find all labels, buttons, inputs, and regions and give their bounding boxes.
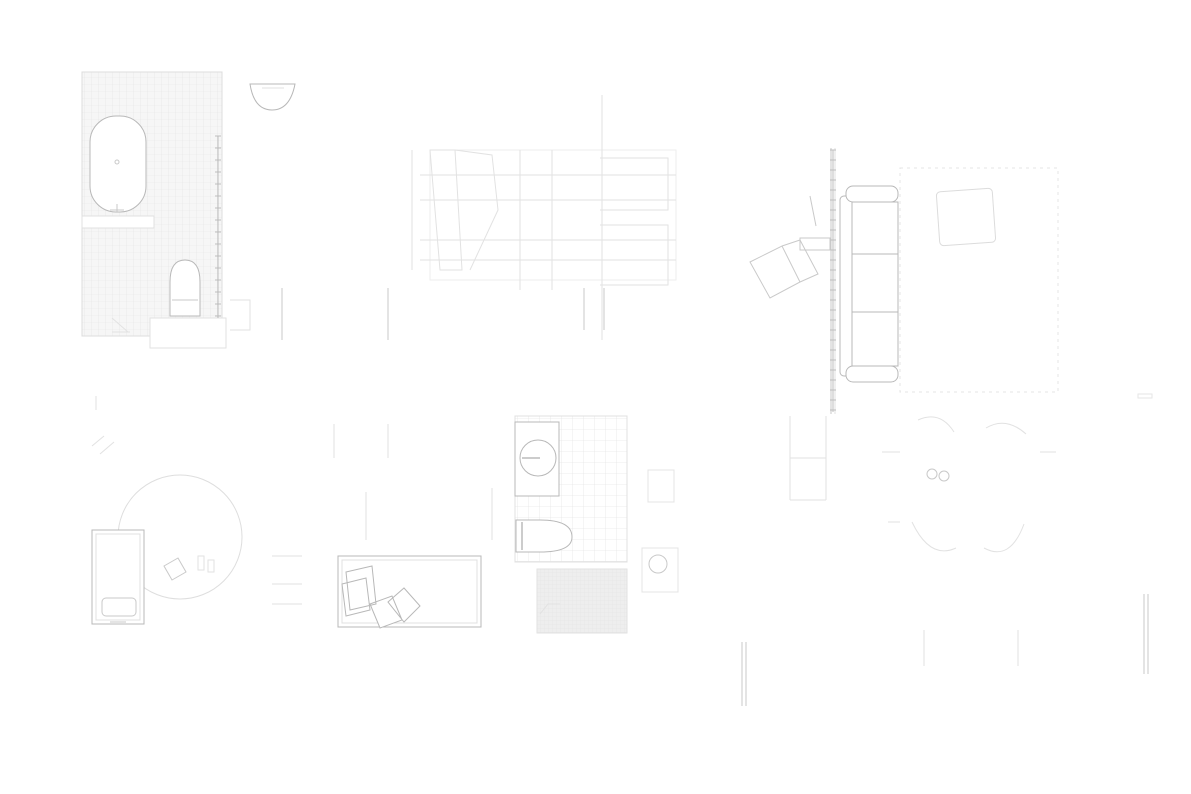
wall-cabinet	[647, 469, 675, 503]
wall-stubs-bottom	[333, 424, 493, 540]
chair-left-1	[411, 149, 463, 271]
wall-hatch	[91, 396, 115, 455]
bedroom-bottom-middle	[272, 424, 493, 629]
dining-chair-icon-1	[926, 468, 938, 480]
single-bed-inner	[95, 533, 141, 621]
door-frame	[272, 555, 302, 605]
wall-sink	[249, 83, 296, 111]
table-edge-lines	[882, 451, 1056, 523]
single-bed	[91, 529, 145, 625]
round-dining-area	[789, 416, 1056, 553]
bathroom-divider	[81, 215, 155, 229]
bathroom-floor-mat	[149, 317, 227, 349]
area-rug	[899, 167, 1059, 393]
dining-table	[429, 149, 677, 281]
armchair	[749, 239, 819, 299]
grid-line-vertical	[519, 95, 603, 340]
pillows	[341, 565, 421, 629]
dining-chair-icon-2	[938, 470, 950, 482]
towel-rack	[215, 135, 221, 318]
bathtub-drain-icon	[114, 159, 120, 165]
coffee-table-cushion	[935, 187, 997, 247]
floor-lamp	[799, 195, 831, 251]
dining-table-and-chairs	[230, 95, 677, 340]
armchair-small	[163, 557, 187, 581]
door-swing-icon-2	[539, 603, 560, 615]
bathroom-bottom-middle	[514, 415, 679, 634]
side-table-icon	[197, 555, 215, 573]
bottom-right-walls	[741, 594, 1149, 706]
sofa	[839, 185, 899, 383]
sofa-seat-3	[851, 311, 899, 367]
double-bed-inner	[341, 559, 478, 624]
sofa-seat-2	[851, 253, 899, 313]
sofa-arm-bottom	[845, 365, 899, 383]
wall-segment	[230, 299, 251, 331]
wall-line-left	[741, 642, 747, 706]
single-bed-pillow	[101, 597, 137, 617]
round-mirror	[648, 554, 668, 574]
bathroom-top-left	[81, 71, 296, 349]
wall-ticks	[830, 149, 836, 412]
bath-mat	[536, 568, 628, 634]
wall-line-right	[1143, 594, 1149, 674]
living-area	[749, 148, 1153, 414]
toilet-2	[515, 519, 573, 553]
bath-faucet-icon	[110, 204, 124, 212]
shelf-unit	[789, 416, 827, 501]
door-swing-icon	[111, 317, 130, 333]
round-dining-table	[911, 416, 1027, 553]
sofa-seat-1	[851, 201, 899, 255]
wall-stubs-right	[923, 630, 1019, 666]
bedroom-bottom-left	[91, 396, 243, 625]
chair-right-1	[600, 157, 669, 286]
wall-stub-lines	[281, 288, 605, 340]
wall-strip-right	[1137, 393, 1153, 399]
sofa-arm-top	[845, 185, 899, 203]
grid-line-horizontal	[420, 174, 676, 261]
round-mirror-frame	[641, 547, 679, 593]
toilet	[169, 259, 201, 317]
